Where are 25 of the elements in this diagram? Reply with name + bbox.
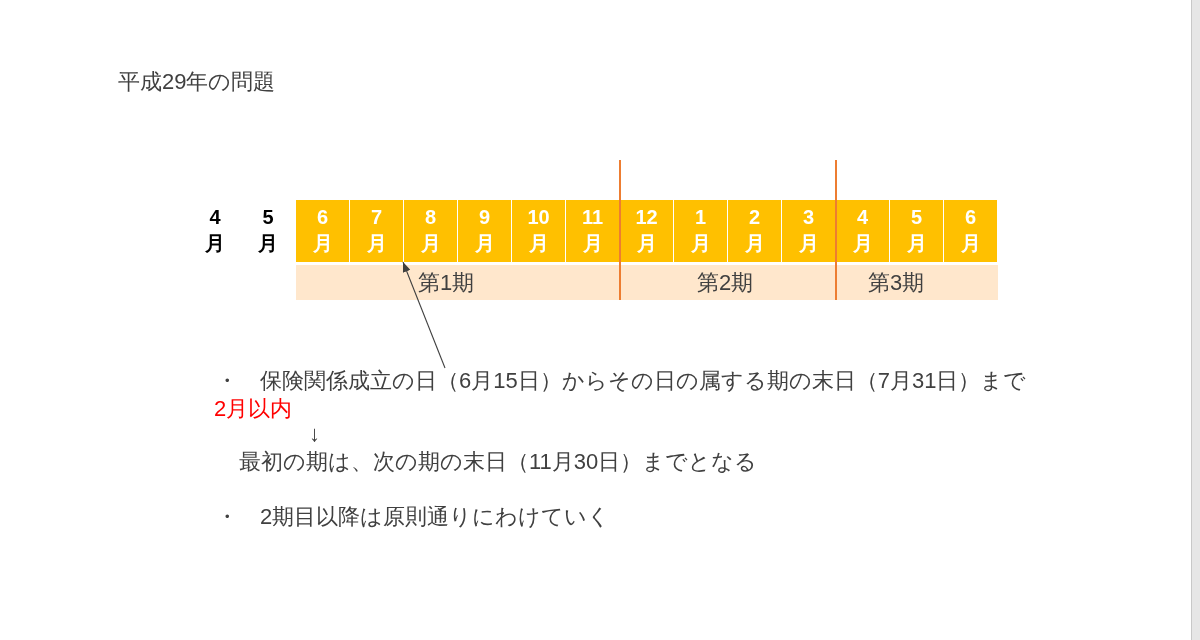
note-text: ・ 保険関係成立の日（6月15日）からその日の属する期の末日（7月31日）まで [216, 368, 1027, 394]
month-cell: 6月 [944, 200, 997, 262]
month-cell: 2月 [728, 200, 781, 262]
month-cell: 10月 [512, 200, 565, 262]
month-cell: 7月 [350, 200, 403, 262]
month-cell: 8月 [404, 200, 457, 262]
month-cell: 11月 [566, 200, 619, 262]
month-label: 4月 [204, 205, 226, 256]
month-label: 5月 [257, 205, 279, 256]
month-cell: 9月 [458, 200, 511, 262]
month-cell: 4月 [836, 200, 889, 262]
month-cell: 1月 [674, 200, 727, 262]
month-cell: 12月 [620, 200, 673, 262]
leader-arrow [402, 261, 446, 369]
arrow-symbol: ↓ [309, 421, 320, 447]
period-band: 第2期 [620, 265, 836, 300]
page-title: 平成29年の問題 [118, 69, 276, 95]
month-cell: 6月 [296, 200, 349, 262]
period-band: 第3期 [836, 265, 998, 300]
month-cell: 5月 [890, 200, 943, 262]
note-text: ・ 2期目以降は原則通りにわけていく [216, 504, 611, 530]
note-text: 最初の期は、次の期の末日（11月30日）までとなる [239, 449, 758, 475]
month-cell: 3月 [782, 200, 835, 262]
note-text: 2月以内 [214, 396, 293, 422]
period-band: 第1期 [296, 265, 620, 300]
